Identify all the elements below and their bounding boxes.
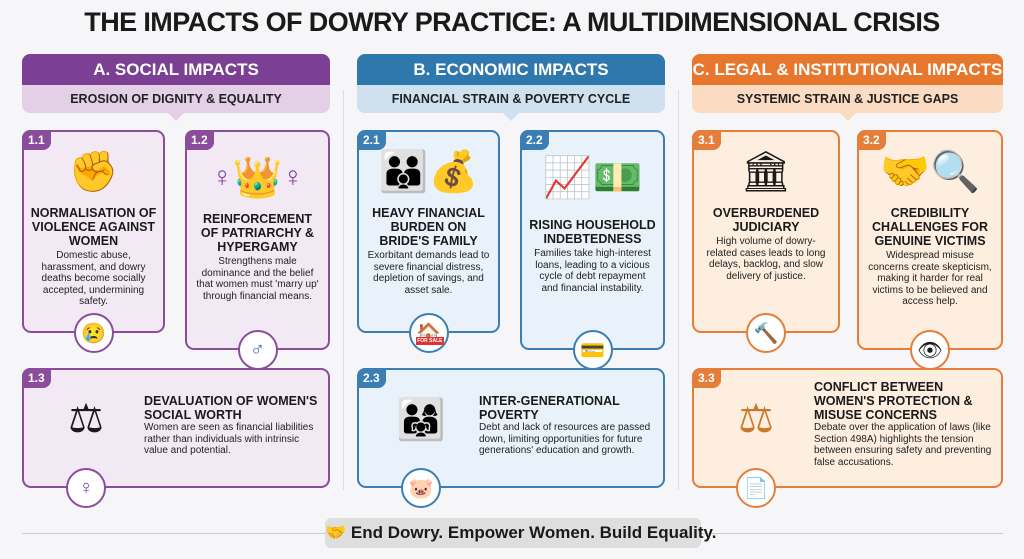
column-divider xyxy=(678,90,679,490)
broken-chain-fist-icon: ✊ xyxy=(68,149,119,194)
card-title: CONFLICT BETWEEN WOMEN'S PROTECTION & MI… xyxy=(814,380,973,422)
footer-line xyxy=(700,533,1003,534)
card-title: HEAVY FINANCIAL BURDEN ON BRIDE'S FAMILY xyxy=(372,206,485,248)
document-question-icon: 📄 xyxy=(736,468,776,508)
courthouse-sleeping-judge-icon: 🏛 xyxy=(740,149,792,194)
section-subheading: SYSTEMIC STRAIN & JUSTICE GAPS xyxy=(692,85,1003,113)
legal-impacts-header: C. LEGAL & INSTITUTIONAL IMPACTS SYSTEMI… xyxy=(692,54,1003,121)
card-title: NORMALISATION OF VIOLENCE AGAINST WOMEN xyxy=(30,206,157,248)
section-subheading: FINANCIAL STRAIN & POVERTY CYCLE xyxy=(357,85,665,113)
section-heading: C. LEGAL & INSTITUTIONAL IMPACTS xyxy=(692,54,1003,85)
house-for-sale-icon: 🏠FOR SALE xyxy=(408,313,449,353)
gavel-clock-icon: 🔨 xyxy=(746,313,786,353)
card-title: REINFORCEMENT OF PATRIARCHY & HYPERGAMY xyxy=(200,212,315,254)
card-3-1: 3.1 🏛 OVERBURDENED JUDICIARY High volume… xyxy=(692,130,840,353)
handshake-heart-icon: 🤝 xyxy=(325,523,347,542)
card-number: 3.2 xyxy=(857,130,886,150)
card-number: 2.3 xyxy=(357,368,386,388)
family-empty-bowl-icon: 👨‍👩‍👧 xyxy=(396,397,446,442)
card-description: High volume of dowry-related cases leads… xyxy=(706,236,826,282)
card-3-2: 3.2 🤝🔍 CREDIBILITY CHALLENGES FOR GENUIN… xyxy=(857,130,1003,370)
card-title: CREDIBILITY CHALLENGES FOR GENUINE VICTI… xyxy=(872,206,988,248)
page-title: THE IMPACTS OF DOWRY PRACTICE: A MULTIDI… xyxy=(84,7,940,37)
card-number: 3.1 xyxy=(692,130,721,150)
card-number: 1.2 xyxy=(185,130,214,150)
card-number: 1.1 xyxy=(22,130,51,150)
card-2-2: 2.2 📈💵 RISING HOUSEHOLD INDEBTEDNESS Fam… xyxy=(520,130,665,370)
handshake-magnifier-question-icon: 🤝🔍 xyxy=(880,149,980,194)
card-number: 2.2 xyxy=(520,130,549,150)
card-description: Debt and lack of resources are passed do… xyxy=(479,422,651,456)
card-description: Debate over the application of laws (lik… xyxy=(814,422,992,468)
card-number: 2.1 xyxy=(357,130,386,150)
card-description: Families take high-interest loans, leadi… xyxy=(534,248,651,294)
card-description: Exorbitant demands lead to severe financ… xyxy=(367,250,490,296)
footer-line xyxy=(22,533,325,534)
card-1-3: 1.3 ⚖ DEVALUATION OF WOMEN'S SOCIAL WORT… xyxy=(22,368,330,508)
card-title: INTER-GENERATIONAL POVERTY xyxy=(479,394,620,422)
section-heading: B. ECONOMIC IMPACTS xyxy=(357,54,665,85)
card-title: RISING HOUSEHOLD INDEBTEDNESS xyxy=(529,218,656,246)
card-description: Strengthens male dominance and the belie… xyxy=(196,256,319,302)
card-1-2: 1.2 ♀👑♀ REINFORCEMENT OF PATRIARCHY & HY… xyxy=(185,130,330,370)
locked-credit-card-icon: 💳 xyxy=(572,330,613,370)
economic-impacts-header: B. ECONOMIC IMPACTS FINANCIAL STRAIN & P… xyxy=(357,54,665,121)
justice-scale-shield-icon: ⚖ xyxy=(738,397,774,441)
for-sale-sign: FOR SALE xyxy=(416,337,444,345)
money-vs-feather-scale-icon: ⚖ xyxy=(68,397,104,441)
social-impacts-header: A. SOCIAL IMPACTS EROSION OF DIGNITY & E… xyxy=(22,54,330,121)
footer-slogan: End Dowry. Empower Women. Build Equality… xyxy=(350,523,717,542)
card-title: DEVALUATION OF WOMEN'S SOCIAL WORTH xyxy=(144,394,318,422)
section-subheading: EROSION OF DIGNITY & EQUALITY xyxy=(22,85,330,113)
card-title: OVERBURDENED JUDICIARY xyxy=(712,206,820,234)
family-money-bag-icon: 👪💰 xyxy=(378,149,479,194)
card-1-1: 1.1 ✊ NORMALISATION OF VIOLENCE AGAINST … xyxy=(22,130,165,353)
card-number: 1.3 xyxy=(22,368,51,388)
column-divider xyxy=(343,90,344,490)
section-heading: A. SOCIAL IMPACTS xyxy=(22,54,330,85)
rising-chart-chained-cash-icon: 📈💵 xyxy=(542,155,643,200)
card-description: Domestic abuse, harassment, and dowry de… xyxy=(41,250,146,307)
crying-eye-shield-icon: 👁 xyxy=(910,330,950,370)
broken-piggy-bank-icon: 🐷 xyxy=(401,468,441,508)
card-number: 3.3 xyxy=(692,368,721,388)
male-symbol-crown-icon: ♂ xyxy=(237,330,278,370)
card-2-3: 2.3 👨‍👩‍👧 INTER-GENERATIONAL POVERTY Deb… xyxy=(357,368,665,508)
crowned-man-hierarchy-icon: ♀👑♀ xyxy=(211,155,304,200)
card-description: Widespread misuse concerns create skepti… xyxy=(868,250,992,307)
broken-female-symbol-icon: ♀ xyxy=(66,468,106,508)
card-description: Women are seen as financial liabilities … xyxy=(144,422,314,456)
crying-face-icon: 😢 xyxy=(73,313,114,353)
card-2-1: 2.1 👪💰 HEAVY FINANCIAL BURDEN ON BRIDE'S… xyxy=(357,130,500,353)
card-3-3: 3.3 ⚖ CONFLICT BETWEEN WOMEN'S PROTECTIO… xyxy=(692,368,1003,508)
footer-banner: 🤝 End Dowry. Empower Women. Build Equali… xyxy=(325,518,716,548)
